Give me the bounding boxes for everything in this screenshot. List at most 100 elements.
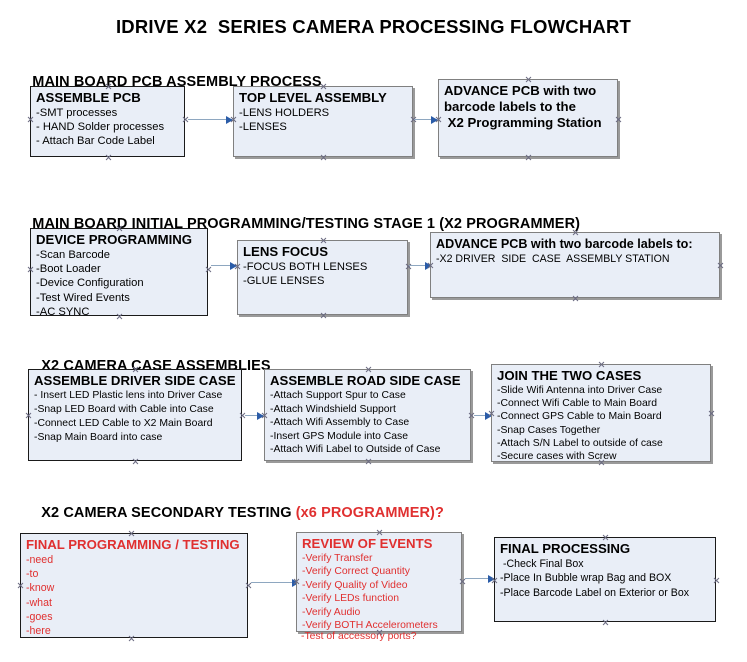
box-lens-focus[interactable]: LENS FOCUS -FOCUS BOTH LENSES -GLUE LENS… [237, 240, 408, 315]
box-top-level-assembly[interactable]: TOP LEVEL ASSEMBLY -LENS HOLDERS -LENSES [233, 86, 413, 157]
arrow-shaft [474, 415, 491, 417]
box-line: -Insert GPS Module into Case [270, 430, 409, 442]
box-line: -Secure cases with Screw [497, 451, 617, 463]
box-title: FINAL PROGRAMMING / TESTING [26, 537, 240, 552]
arrow-road-case-to-join-cases [474, 411, 492, 420]
arrow-shaft [409, 265, 431, 267]
section-header-x2-camera-secondary-testing: X2 CAMERA SECONDARY TESTING (x6 PROGRAMM… [33, 489, 444, 521]
box-line: -GLUE LENSES [243, 275, 325, 288]
box-line: X2 Programming Station [444, 115, 602, 130]
box-line-overflow: -Test of accessory ports? [301, 631, 417, 642]
box-line: -Attach S/N Label to outside of case [497, 437, 663, 449]
box-assemble-pcb[interactable]: ASSEMBLE PCB -SMT processes - HAND Solde… [30, 86, 185, 157]
connector-handle-top[interactable] [598, 361, 605, 368]
box-line: -Device Configuration [36, 277, 144, 290]
box-title: JOIN THE TWO CASES [497, 368, 642, 383]
arrow-assemble-pcb-to-top-level [188, 115, 233, 124]
box-line: -Slide Wifi Antenna into Driver Case [497, 385, 663, 396]
box-line: -know [26, 582, 55, 595]
box-line: -LENSES [239, 121, 287, 134]
arrow-top-level-to-advance-pcb [414, 115, 438, 124]
box-line: -what [26, 596, 52, 609]
connector-handle-bottom[interactable] [572, 295, 579, 302]
connector-handle-right[interactable] [713, 577, 720, 584]
connector-handle-left[interactable] [27, 116, 34, 123]
box-advance-pcb-driver-side-case[interactable]: ADVANCE PCB with two barcode labels to: … [430, 232, 720, 298]
arrow-head [485, 411, 492, 420]
connector-handle-right[interactable] [615, 116, 622, 123]
box-line: -Attach Support Spur to Case [270, 390, 406, 401]
connector-handle-right[interactable] [205, 266, 212, 273]
box-line: -Attach Windshield Support [270, 403, 396, 415]
box-line: -Verify Quality of Video [302, 579, 408, 591]
box-line: -Snap Main Board into case [34, 432, 163, 443]
arrow-head [488, 574, 495, 583]
connector-handle-left[interactable] [27, 266, 34, 273]
box-line: -Attach Wifi Assembly to Case [270, 417, 410, 429]
box-join-the-two-cases[interactable]: JOIN THE TWO CASES -Slide Wifi Antenna i… [491, 364, 711, 462]
section-header-text: X2 CAMERA SECONDARY TESTING [41, 505, 296, 521]
box-assemble-driver-side-case[interactable]: ASSEMBLE DRIVER SIDE CASE - Insert LED P… [28, 369, 242, 461]
box-line: -AC SYNC [36, 305, 90, 318]
arrow-shaft [211, 265, 236, 267]
box-final-programming-testing[interactable]: FINAL PROGRAMMING / TESTING -need -to -k… [20, 533, 248, 638]
arrow-head [431, 115, 438, 124]
connector-handle-bottom[interactable] [525, 154, 532, 161]
connector-handle-top[interactable] [320, 237, 327, 244]
connector-handle-bottom[interactable] [320, 312, 327, 319]
box-line: -Connect LED Cable to X2 Main Board [34, 418, 213, 429]
box-title: REVIEW OF EVENTS [302, 536, 433, 551]
box-title: ASSEMBLE ROAD SIDE CASE [270, 373, 461, 388]
box-line: - HAND Solder processes [36, 121, 165, 134]
page-title: IDRIVE X2 SERIES CAMERA PROCESSING FLOWC… [115, 16, 632, 37]
box-title: TOP LEVEL ASSEMBLY [239, 90, 387, 105]
connector-handle-left[interactable] [25, 412, 32, 419]
box-line: -need [26, 554, 54, 566]
box-line: -SMT processes [36, 107, 118, 119]
connector-handle-top[interactable] [365, 366, 372, 373]
box-advance-pcb-programming-station[interactable]: ADVANCE PCB with two barcode labels to t… [438, 79, 618, 157]
box-line: -Connect GPS Cable to Main Board [497, 411, 662, 423]
connector-handle-top[interactable] [376, 529, 383, 536]
box-line: -Snap LED Board with Cable into Case [34, 404, 214, 415]
arrow-head [230, 261, 237, 270]
connector-handle-bottom[interactable] [320, 154, 327, 161]
box-review-of-events[interactable]: REVIEW OF EVENTS -Verify Transfer -Verif… [296, 529, 462, 642]
connector-handle-left[interactable] [17, 582, 24, 589]
arrow-shaft [414, 119, 437, 121]
box-line: -X2 DRIVER SIDE CASE ASSEMBLY STATION [436, 253, 670, 265]
box-line: -Verify BOTH Accelerometers [302, 620, 438, 632]
box-title: DEVICE PROGRAMMING [36, 232, 193, 247]
connector-handle-top[interactable] [602, 534, 609, 541]
connector-handle-bottom[interactable] [365, 458, 372, 465]
arrow-device-programming-to-lens-focus [211, 261, 237, 270]
box-line: -Test Wired Events [36, 291, 130, 304]
box-line: - Attach Bar Code Label [36, 135, 155, 148]
arrow-shaft [188, 119, 232, 121]
box-line: -goes [26, 610, 53, 623]
box-line: -Attach Wifi Label to Outside of Case [270, 444, 441, 456]
box-line: -Verify Audio [302, 606, 361, 618]
connector-handle-top[interactable] [525, 76, 532, 83]
connector-handle-right[interactable] [717, 262, 724, 269]
arrow-shaft [465, 578, 494, 580]
box-line: -Snap Cases Together [497, 424, 601, 436]
box-line: -Verify LEDs function [302, 593, 400, 605]
box-line: -Boot Loader [36, 263, 101, 276]
box-title: ADVANCE PCB with two [444, 83, 597, 98]
section-header-suffix-red: (x6 PROGRAMMER)? [295, 505, 444, 521]
connector-handle-bottom[interactable] [602, 619, 609, 626]
connector-handle-bottom[interactable] [132, 458, 139, 465]
box-device-programming[interactable]: DEVICE PROGRAMMING -Scan Barcode -Boot L… [27, 228, 208, 318]
box-line: -here [26, 625, 51, 638]
connector-handle-top[interactable] [128, 530, 135, 537]
box-final-processing[interactable]: FINAL PROCESSING -Check Final Box -Place… [494, 537, 716, 622]
arrow-shaft [245, 415, 263, 417]
box-assemble-road-side-case[interactable]: ASSEMBLE ROAD SIDE CASE -Attach Support … [264, 369, 471, 461]
arrow-final-programming-to-review-of-events [251, 578, 299, 587]
box-title: ASSEMBLE PCB [36, 90, 141, 105]
arrow-driver-case-to-road-case [245, 411, 264, 420]
box-line: -LENS HOLDERS [239, 107, 330, 119]
connector-handle-bottom[interactable] [105, 154, 112, 161]
connector-handle-right[interactable] [708, 410, 715, 417]
